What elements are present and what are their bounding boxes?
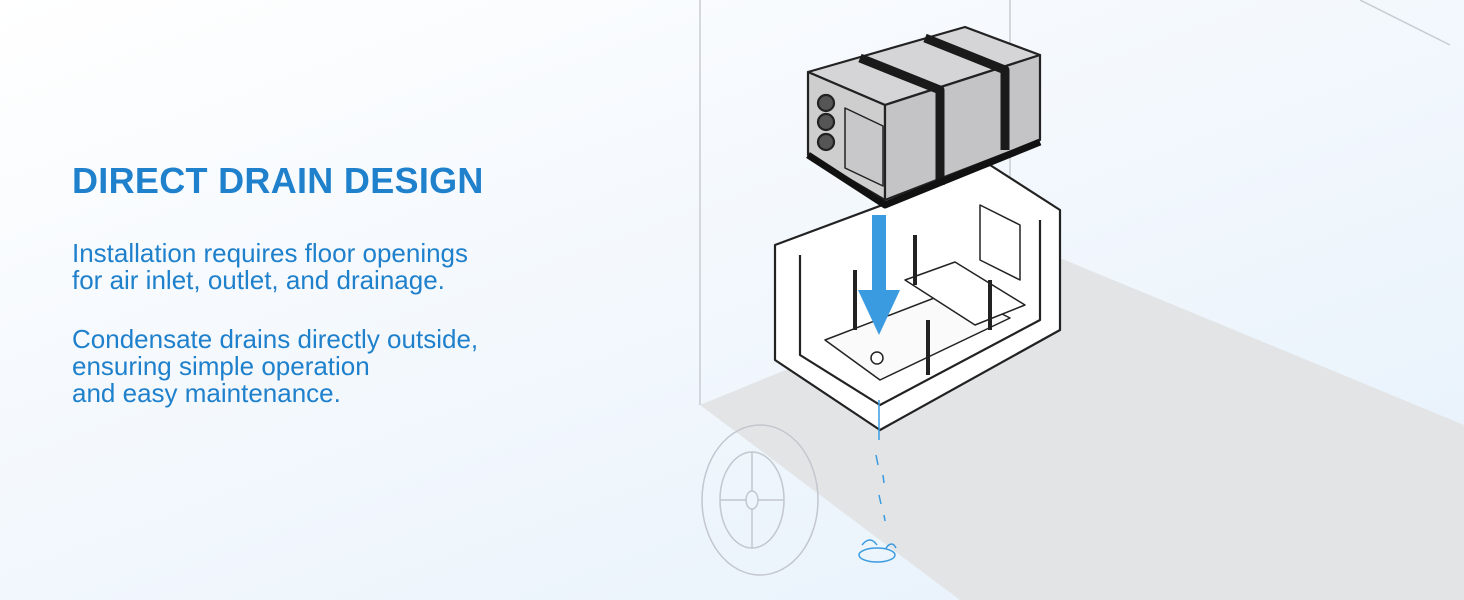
down-arrow-icon — [858, 215, 900, 335]
page-heading: DIRECT DRAIN DESIGN — [72, 160, 484, 201]
paragraph-line: and easy maintenance. — [72, 378, 341, 408]
installation-paragraph: Installation requires floor openings for… — [72, 240, 468, 294]
air-conditioner-unit — [806, 25, 1042, 209]
paragraph-line: ensuring simple operation — [72, 351, 370, 381]
paragraph-line: Installation requires floor openings — [72, 238, 469, 268]
water-drops-icon — [858, 400, 897, 563]
roof-opening-frame — [773, 163, 1062, 432]
paragraph-line: for air inlet, outlet, and drainage. — [72, 265, 445, 295]
wheel-icon — [701, 424, 819, 576]
paragraph-line: Condensate drains directly outside, — [72, 324, 479, 354]
condensate-paragraph: Condensate drains directly outside, ensu… — [72, 326, 478, 407]
